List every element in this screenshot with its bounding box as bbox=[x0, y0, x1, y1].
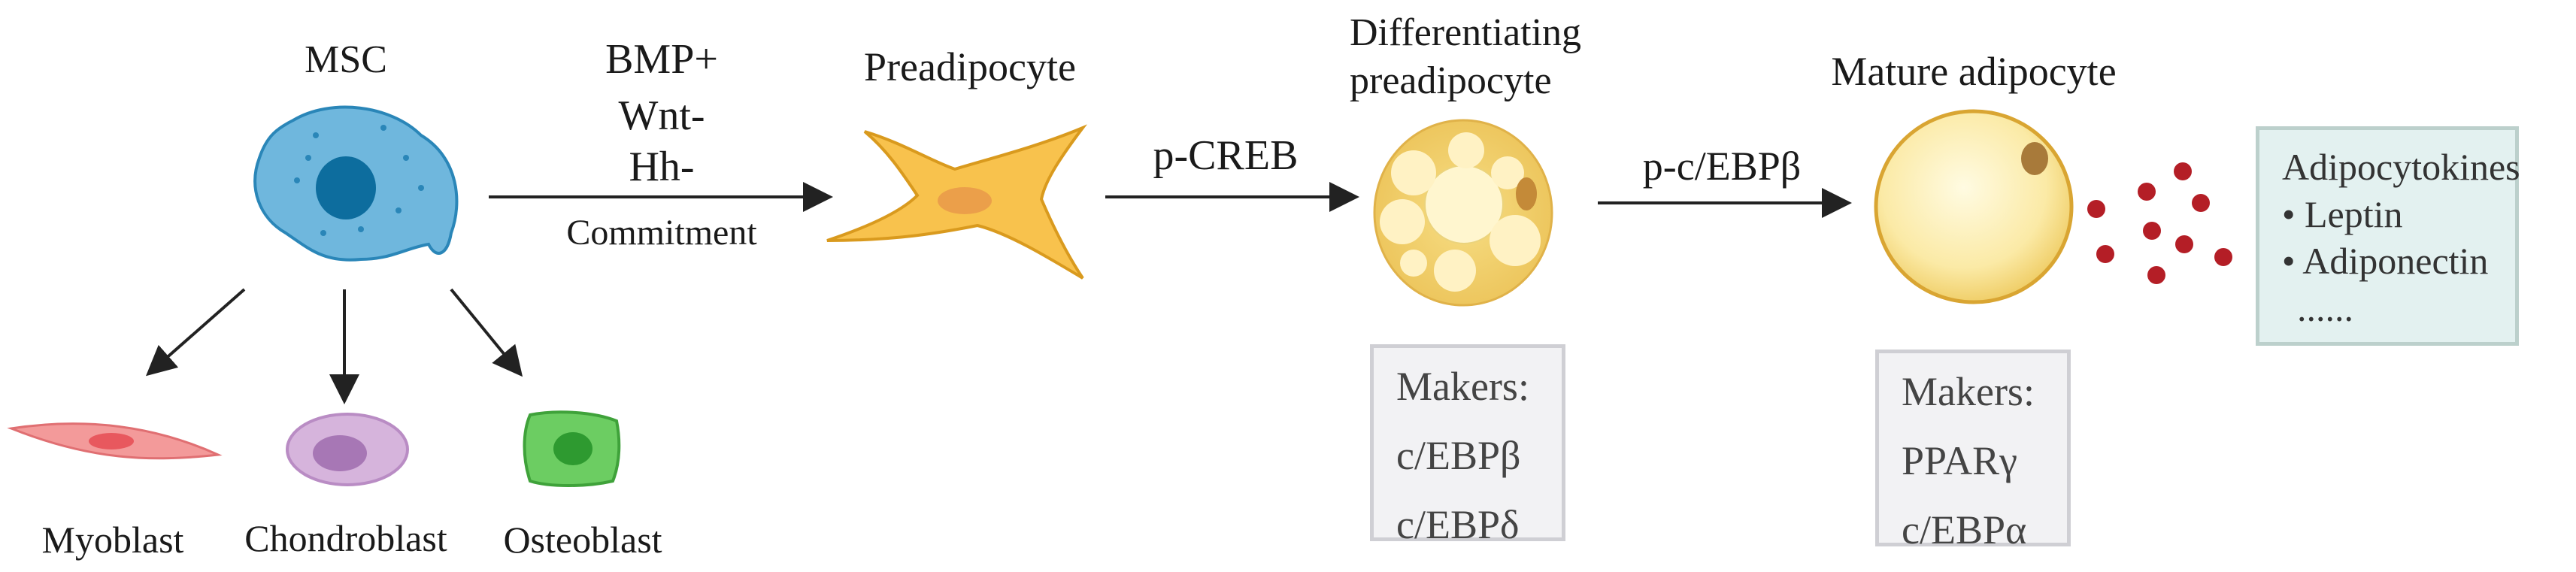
osteoblast-icon bbox=[523, 410, 621, 487]
marker-item: PPARγ bbox=[1902, 437, 2017, 483]
marker-item: c/EBPδ bbox=[1396, 501, 1520, 547]
arrow-to-osteoblast bbox=[450, 288, 523, 377]
marker-item: c/EBPβ bbox=[1396, 432, 1521, 478]
adipocytokines-box: Adipocytokines • Leptin • Adiponectin ..… bbox=[2256, 126, 2520, 346]
markers-title: Makers: bbox=[1902, 369, 2035, 414]
myoblast-label: Myoblast bbox=[41, 519, 184, 561]
msc-cell-icon bbox=[253, 105, 459, 262]
adipocytokine-item: • Leptin bbox=[2282, 192, 2403, 235]
differentiating-preadipocyte-icon bbox=[1373, 119, 1553, 307]
differentiating-label-line2: preadipocyte bbox=[1350, 59, 1552, 102]
chondroblast-icon bbox=[286, 413, 409, 486]
marker-item: c/EBPα bbox=[1902, 507, 2027, 552]
preadipocyte-icon bbox=[826, 124, 1087, 280]
secreted-adipocytokine-dots bbox=[2087, 162, 2232, 284]
myoblast-icon bbox=[7, 422, 223, 460]
signal-hh: Hh- bbox=[629, 144, 695, 190]
adipocytokine-item: • Adiponectin bbox=[2282, 240, 2489, 282]
signal-wnt: Wnt- bbox=[618, 92, 705, 139]
signal-bmp: BMP+ bbox=[605, 36, 718, 83]
msc-label: MSC bbox=[305, 38, 387, 81]
mature-adipocyte-icon bbox=[1874, 109, 2074, 304]
adipocytokines-more: ...... bbox=[2297, 286, 2353, 329]
markers-title: Makers: bbox=[1396, 364, 1529, 409]
creb-label: p-CREB bbox=[1153, 132, 1299, 179]
adipocytokines-title: Adipocytokines bbox=[2282, 146, 2520, 188]
preadipocyte-label: Preadipocyte bbox=[864, 44, 1076, 89]
markers-box-differentiating: Makers: c/EBPβ c/EBPδ bbox=[1370, 344, 1565, 547]
osteoblast-label: Osteoblast bbox=[503, 519, 662, 561]
arrow-to-myoblast bbox=[145, 288, 246, 377]
mature-adipocyte-label: Mature adipocyte bbox=[1831, 49, 2117, 94]
commitment-label: Commitment bbox=[566, 213, 757, 253]
differentiating-label-line1: Differentiating bbox=[1350, 11, 1582, 54]
chondroblast-label: Chondroblast bbox=[244, 517, 447, 559]
cebpb-label: p-c/EBPβ bbox=[1642, 144, 1802, 189]
markers-box-mature: Makers: PPARγ c/EBPα bbox=[1875, 350, 2071, 552]
